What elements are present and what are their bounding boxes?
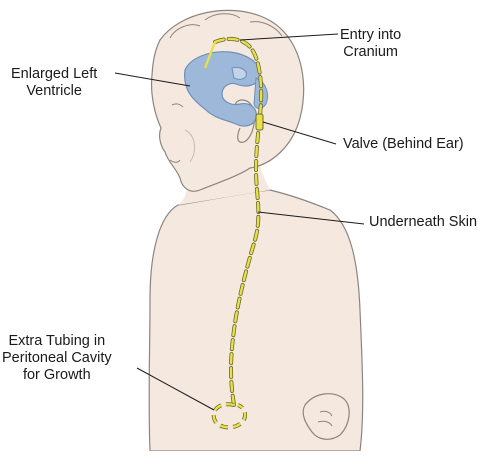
label-tubing-line3: for Growth bbox=[2, 367, 112, 384]
label-entry: Entry into Cranium bbox=[340, 27, 401, 61]
label-skin: Underneath Skin bbox=[369, 214, 477, 231]
label-ventricle-line1: Enlarged Left bbox=[11, 66, 97, 83]
valve-shape bbox=[256, 114, 263, 130]
label-entry-line2: Cranium bbox=[340, 44, 401, 61]
label-valve: Valve (Behind Ear) bbox=[343, 136, 464, 153]
label-ventricle-line2: Ventricle bbox=[11, 83, 97, 100]
label-tubing: Extra Tubing in Peritoneal Cavity for Gr… bbox=[2, 333, 112, 384]
label-tubing-line1: Extra Tubing in bbox=[2, 333, 112, 350]
label-tubing-line2: Peritoneal Cavity bbox=[2, 350, 112, 367]
label-ventricle: Enlarged Left Ventricle bbox=[11, 66, 97, 100]
label-entry-line1: Entry into bbox=[340, 27, 401, 44]
